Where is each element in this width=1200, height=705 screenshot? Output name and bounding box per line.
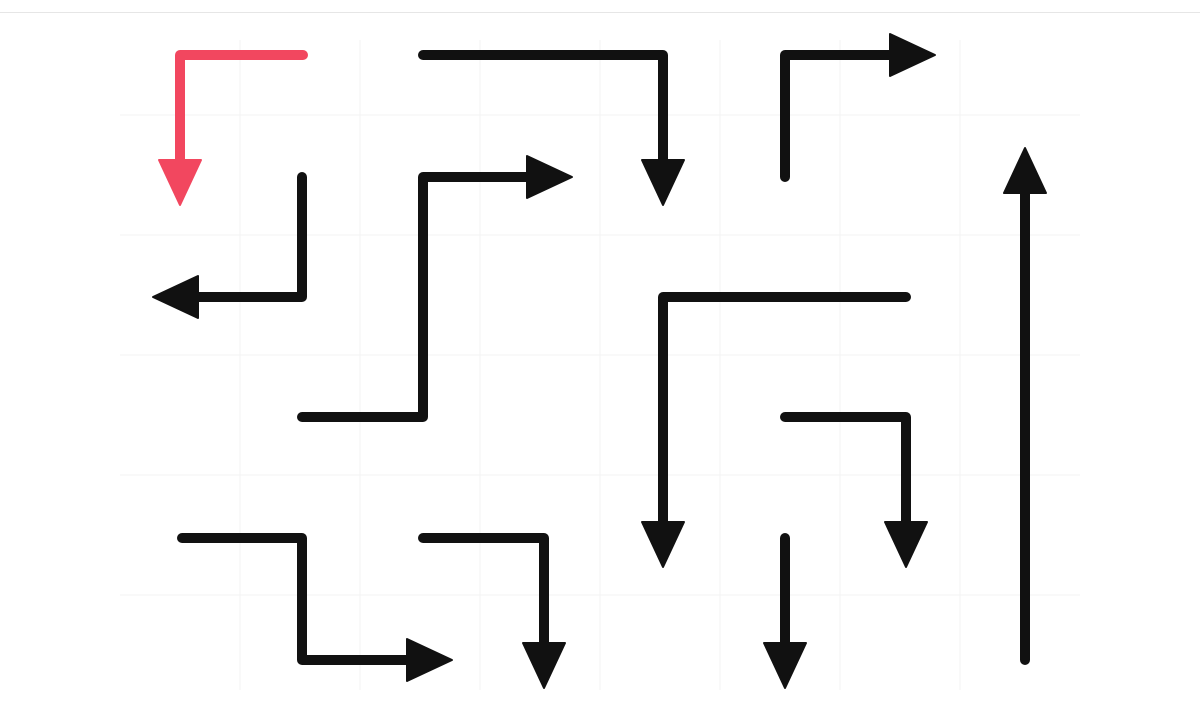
- faint-grid: [120, 40, 1080, 690]
- arrowhead-up-icon: [1003, 147, 1047, 194]
- arrow-icon[interactable]: [763, 533, 807, 689]
- arrowhead-down-icon: [641, 521, 685, 568]
- arrow-icon[interactable]: [152, 172, 307, 319]
- arrow-shaft: [780, 412, 911, 528]
- arrow-icon[interactable]: [177, 533, 453, 682]
- arrowhead-down-icon: [641, 159, 685, 206]
- arrow-shaft: [418, 50, 668, 167]
- arrow-icon[interactable]: [780, 33, 936, 182]
- arrow-shaft: [297, 172, 532, 422]
- arrowhead-down-icon: [522, 642, 566, 689]
- arrow-icon[interactable]: [1003, 147, 1047, 665]
- arrowhead-down-icon: [763, 642, 807, 689]
- arrowhead-right-icon: [526, 155, 573, 199]
- top-divider: [0, 12, 1200, 13]
- arrow-shaft: [175, 50, 308, 173]
- arrow-shaft: [177, 533, 413, 665]
- highlighted-arrow-icon[interactable]: [158, 50, 308, 206]
- arrow-icon[interactable]: [418, 50, 685, 206]
- arrow-shaft: [780, 50, 895, 182]
- arrowhead-down-icon: [884, 521, 928, 568]
- arrow-icon[interactable]: [780, 412, 928, 568]
- arrowhead-down-icon: [158, 159, 202, 206]
- arrow-shaft: [658, 292, 911, 528]
- arrowhead-right-icon: [889, 33, 936, 77]
- arrow-shaft: [193, 172, 307, 302]
- arrow-shaft: [418, 533, 549, 648]
- arrow-icon[interactable]: [641, 292, 911, 568]
- arrows-layer: [152, 33, 1047, 689]
- arrow-icon[interactable]: [297, 155, 573, 422]
- arrow-icon[interactable]: [418, 533, 566, 689]
- arrowhead-left-icon: [152, 275, 199, 319]
- arrowhead-right-icon: [406, 638, 453, 682]
